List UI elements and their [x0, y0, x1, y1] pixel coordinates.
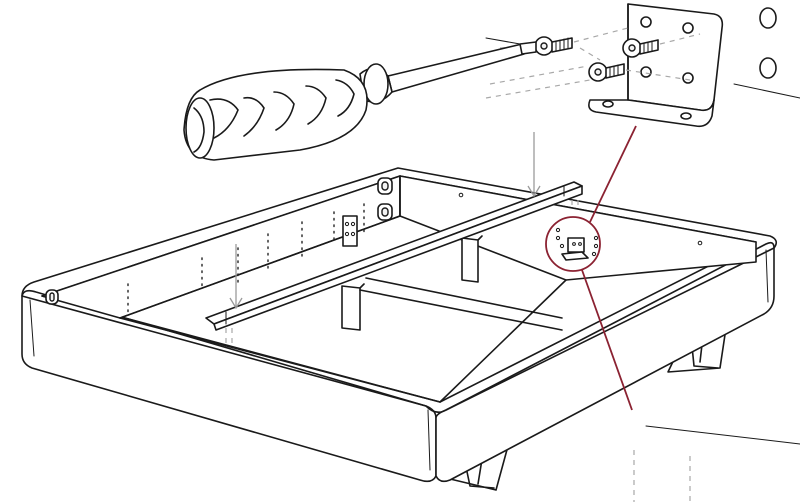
- wall-hole-top: [759, 7, 777, 29]
- screwdriver: [183, 41, 537, 161]
- screwdriver-guide: [485, 37, 521, 45]
- hole-dot: [697, 240, 703, 246]
- down-arrow-right: [527, 132, 541, 198]
- center-support-post-right: [461, 235, 483, 283]
- center-support-beam: [205, 181, 583, 331]
- center-crossbar: [359, 289, 563, 331]
- placement-guides: [225, 200, 579, 344]
- bed-frame: [21, 167, 778, 483]
- screw-2: [622, 38, 659, 58]
- predrilled-holes: [127, 203, 365, 313]
- screw-3: [588, 62, 625, 82]
- frame-slot-left-corner: [45, 289, 59, 305]
- corner-bracket-enlarged: [588, 3, 724, 128]
- frame-side-right: [435, 241, 775, 483]
- down-arrow-left: [229, 244, 243, 310]
- callout-leader-top: [589, 125, 637, 223]
- frame-top-rim: [21, 167, 778, 414]
- callout-leader-bottom: [581, 269, 633, 411]
- wall-edge-line: [733, 83, 800, 99]
- hole-dot: [458, 192, 464, 198]
- callout-circle: [545, 216, 601, 272]
- frame-slots-back: [377, 177, 393, 221]
- center-support-post-left: [341, 283, 365, 331]
- mount-plate-back: [342, 215, 358, 247]
- wall-section-lower-right: [633, 425, 800, 502]
- screw-guides: [485, 27, 701, 99]
- bracket-mounted-small: [555, 227, 599, 261]
- wall-hole-bottom: [759, 57, 777, 79]
- screw-1: [534, 36, 573, 56]
